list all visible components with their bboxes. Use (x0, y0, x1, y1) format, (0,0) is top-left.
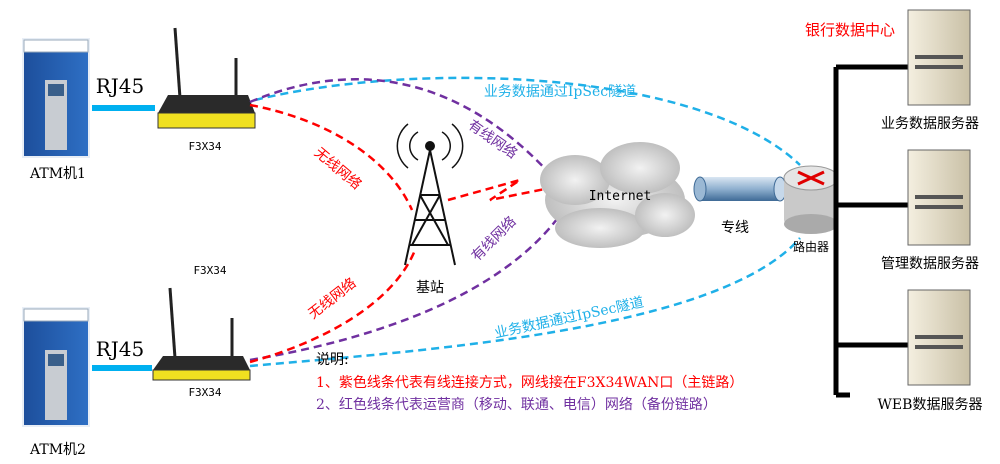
notes-line-1: 1、紫色线条代表有线连接方式，网线接在F3X34WAN口（主链路） (316, 374, 743, 391)
rj45-label-1: RJ45 (96, 74, 145, 98)
wireless-link-top (249, 103, 414, 211)
base-station-tower-icon (396, 123, 464, 266)
wireless-signal-zigzag (447, 178, 561, 202)
leased-line-tube (693, 176, 787, 202)
datacenter-bus (833, 64, 910, 398)
router-1-label: F3X34 (188, 140, 221, 153)
server-label-3: WEB数据服务器 (878, 397, 983, 413)
datacenter-title: 银行数据中心 (805, 21, 895, 39)
notes-heading: 说明: (316, 352, 349, 368)
leased-line-label: 专线 (721, 220, 749, 236)
atm-1-label: ATM机1 (29, 166, 86, 182)
router-1 (157, 27, 256, 129)
internet-cloud-icon (540, 142, 695, 248)
gateway-router-label: 路由器 (793, 239, 829, 254)
atm-2-label: ATM机2 (29, 442, 86, 458)
ipsec-label-top: 业务数据通过IpSec隧道 (484, 84, 636, 100)
server-icon-2 (907, 149, 971, 246)
wireless-label-top: 无线网络 (311, 145, 364, 193)
wireless-label-bottom: 无线网络 (306, 275, 360, 322)
atm-1 (22, 38, 90, 158)
notes-line-2: 2、红色线条代表运营商（移动、联通、电信）网络（备份链路） (316, 396, 717, 413)
rj45-label-2: RJ45 (96, 337, 145, 361)
server-icon-3 (907, 289, 971, 386)
wireless-link-bottom (249, 249, 417, 364)
wired-link-top (249, 78, 561, 186)
server-icon-1 (907, 9, 971, 106)
server-label-1: 业务数据服务器 (881, 116, 979, 132)
router-2 (152, 287, 251, 381)
ipsec-link-bottom (249, 237, 801, 368)
ipsec-label-bottom: 业务数据通过IpSec隧道 (493, 294, 645, 341)
router-2-label: F3X34 (188, 386, 221, 399)
server-label-2: 管理数据服务器 (881, 256, 979, 272)
router-2-top-label: F3X34 (193, 264, 226, 277)
ipsec-link-top (254, 76, 801, 166)
gateway-router-icon (783, 165, 839, 234)
wired-label-bottom: 有线网络 (469, 214, 520, 265)
wired-link-bottom (249, 214, 562, 362)
base-station-label: 基站 (416, 279, 444, 296)
atm-2 (22, 307, 90, 427)
internet-label: Internet (589, 189, 652, 204)
